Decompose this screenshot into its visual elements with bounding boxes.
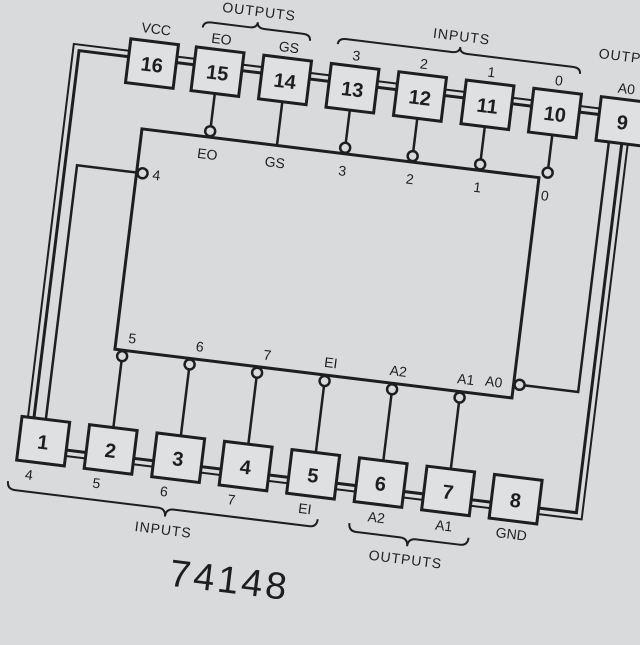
label-in7: 7: [227, 491, 237, 508]
svg-text:8: 8: [509, 490, 523, 513]
pin-13: 13: [324, 61, 381, 115]
int-a1: A1: [456, 370, 475, 388]
bubble-5: [115, 349, 129, 363]
label-in0: 0: [554, 72, 564, 89]
pin-8: 8: [487, 472, 544, 526]
pin-7: 7: [419, 464, 477, 518]
bottom-pin-row: 1 2 3 4 5 6 7: [14, 414, 544, 526]
int-a2: A2: [389, 362, 408, 380]
pin-14: 14: [256, 53, 314, 107]
svg-text:6: 6: [374, 473, 388, 496]
svg-text:1: 1: [36, 432, 50, 455]
pin-3: 3: [149, 431, 207, 485]
bubble-a2: [385, 383, 399, 396]
int-4: 4: [152, 167, 162, 184]
pin1-wire: [44, 163, 137, 420]
bottom-bubbles: [115, 349, 466, 404]
bubble-3: [338, 141, 352, 155]
pin-2: 2: [82, 423, 139, 476]
top-external-labels: VCC EO GS 3 2 1 0 A0: [141, 19, 637, 98]
outputs-title-bottom: OUTPUTS: [368, 547, 443, 572]
pin-15: 15: [189, 45, 246, 99]
bubble-ei: [318, 374, 331, 388]
svg-text:7: 7: [441, 481, 455, 504]
int-0: 0: [540, 187, 550, 204]
label-vcc: VCC: [141, 19, 172, 38]
pin-9: 9: [594, 94, 640, 148]
int-gs: GS: [264, 153, 286, 171]
bubble-eo: [203, 124, 217, 138]
label-a0: A0: [617, 80, 636, 98]
svg-text:11: 11: [475, 95, 499, 119]
outputs-bracket-bottom: [348, 522, 470, 547]
label-ei: EI: [297, 500, 312, 517]
pin-16: 16: [123, 37, 181, 91]
label-in4: 4: [24, 466, 34, 483]
label-eo: EO: [211, 30, 233, 48]
output-title-right: OUTPUT: [598, 45, 640, 69]
label-a2: A2: [367, 508, 386, 526]
bottom-external-labels: 4 5 6 7 EI A2 A1 GND: [24, 466, 528, 543]
top-bubbles: [136, 124, 554, 392]
svg-text:2: 2: [104, 440, 118, 463]
svg-text:9: 9: [615, 112, 629, 135]
pin-1: 1: [14, 414, 72, 468]
pin-12: 12: [391, 70, 449, 123]
pin-6: 6: [352, 456, 409, 510]
int-3: 3: [338, 162, 348, 179]
label-gnd: GND: [495, 524, 528, 544]
bubble-7: [250, 366, 264, 379]
label-in1: 1: [487, 64, 497, 81]
top-pin-row: 16 15 14 13 12 11: [123, 37, 640, 148]
logic-block: [113, 127, 541, 400]
outputs-title-top: OUTPUTS: [222, 0, 297, 24]
svg-text:12: 12: [407, 86, 432, 111]
label-gs: GS: [278, 38, 300, 56]
int-a0: A0: [484, 373, 503, 391]
inputs-title-top: INPUTS: [432, 25, 491, 48]
int-eo: EO: [196, 145, 218, 163]
label-a1: A1: [434, 517, 453, 535]
block-top-labels: EO GS 3 2 1 0: [196, 145, 550, 204]
bubble-6: [183, 358, 196, 371]
bubble-2: [406, 149, 419, 163]
label-in2: 2: [419, 55, 429, 72]
int-ei: EI: [323, 354, 338, 371]
pin-5: 5: [284, 447, 342, 501]
svg-text:4: 4: [239, 456, 254, 479]
block-bottom-labels: 5 6 7 EI A2 A1: [128, 330, 476, 388]
inputs-bracket-bottom: [6, 481, 319, 528]
pin-11: 11: [459, 78, 516, 132]
pin-10: 10: [526, 86, 584, 140]
bubble-4: [136, 167, 149, 180]
svg-text:16: 16: [139, 53, 164, 78]
svg-text:15: 15: [205, 61, 230, 86]
int-1: 1: [473, 179, 483, 196]
bubble-1: [473, 158, 487, 171]
bottom-wires: [112, 356, 461, 470]
bubble-0: [541, 166, 554, 179]
top-wires: [208, 93, 620, 394]
svg-text:5: 5: [306, 465, 320, 488]
bubble-a0: [513, 378, 526, 392]
bubble-a1: [453, 391, 466, 404]
inputs-bracket-top: [336, 37, 581, 74]
int-2: 2: [405, 170, 415, 187]
svg-text:14: 14: [272, 70, 298, 95]
int-7: 7: [263, 346, 273, 363]
part-number: 74148: [167, 553, 292, 609]
label-in5: 5: [92, 475, 102, 492]
svg-text:3: 3: [171, 448, 185, 471]
label-in3: 3: [352, 47, 362, 64]
label-in6: 6: [159, 483, 169, 500]
svg-text:10: 10: [542, 103, 567, 128]
int-5: 5: [128, 330, 138, 347]
inputs-title-bottom: INPUTS: [134, 518, 193, 541]
svg-text:13: 13: [340, 78, 365, 103]
pin-4: 4: [217, 439, 274, 493]
int-6: 6: [195, 338, 205, 355]
